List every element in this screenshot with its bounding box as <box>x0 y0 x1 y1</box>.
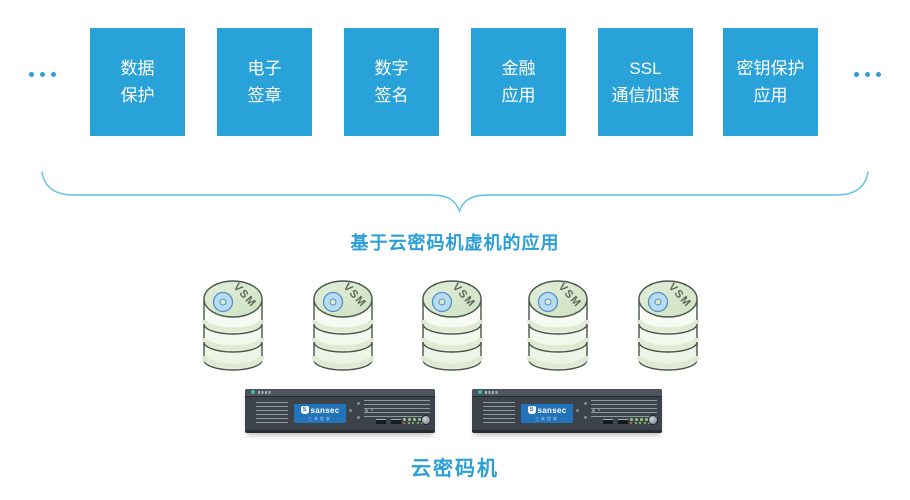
ellipsis-right-icon <box>854 72 881 77</box>
app-box-label: 签章 <box>247 86 282 105</box>
brand-subtext: 三未信安 <box>308 415 332 421</box>
power-button-icon <box>421 415 431 425</box>
brand-subtext: 三未信安 <box>535 415 559 421</box>
app-box-data-protection: 数据 保护 <box>90 28 185 136</box>
app-box-key-protection: 密钥保护 应用 <box>723 28 818 136</box>
power-button-icon <box>648 415 658 425</box>
vsm-cylinder-icon: VSM <box>637 280 699 371</box>
brand-name: sansec <box>537 405 567 415</box>
app-box-label: 金融 <box>501 59 536 78</box>
vent-grille-icon <box>256 402 288 423</box>
led-indicators-icon <box>630 418 650 426</box>
app-box-label: 数据 <box>120 59 155 78</box>
vsm-cylinder-icon: VSM <box>202 280 264 371</box>
vm-section-title: 基于云密码机虚机的应用 <box>350 233 560 253</box>
app-box-digital-signature: 数字 签名 <box>344 28 439 136</box>
app-box-label: 应用 <box>501 86 536 105</box>
app-box-label: SSL <box>629 59 662 78</box>
app-box-label: 数字 <box>374 59 409 78</box>
vent-grille-icon <box>364 400 430 417</box>
usb-ports-icon <box>603 419 628 424</box>
app-box-ssl-acceleration: SSL 通信加速 <box>598 28 693 136</box>
app-box-label: 保护 <box>120 86 155 105</box>
app-box-electronic-seal: 电子 签章 <box>217 28 312 136</box>
vsm-cylinder-icon: VSM <box>527 280 589 371</box>
cipher-machine-server-1: S sansec 三未信安 <box>245 389 435 433</box>
brand-panel: S sansec 三未信安 <box>294 404 346 423</box>
cipher-machine-server-2: S sansec 三未信安 <box>472 389 662 433</box>
vent-grille-icon <box>483 402 515 423</box>
vsm-cylinder-icon: VSM <box>421 280 483 371</box>
vsm-cylinder-icon: VSM <box>312 280 374 371</box>
app-box-label: 电子 <box>247 59 282 78</box>
server-top-strip <box>472 389 662 397</box>
brace-curve-icon <box>41 171 869 213</box>
app-box-finance: 金融 应用 <box>471 28 566 136</box>
server-top-strip <box>245 389 435 397</box>
brand-panel: S sansec 三未信安 <box>521 404 573 423</box>
app-box-label: 应用 <box>753 86 788 105</box>
app-box-label: 通信加速 <box>611 86 680 105</box>
server-section-title: 云密码机 <box>411 458 499 480</box>
app-box-label: 签名 <box>374 86 409 105</box>
mini-logo-icon <box>251 390 255 394</box>
mini-logo-icon <box>478 390 482 394</box>
ellipsis-left-icon <box>29 72 56 77</box>
mini-logo-text-icon <box>258 391 272 394</box>
app-box-label: 密钥保护 <box>736 59 805 78</box>
sansec-logo-icon: S <box>300 406 309 414</box>
led-indicators-icon <box>403 418 423 426</box>
usb-ports-icon <box>376 419 401 424</box>
vent-grille-icon <box>591 400 657 417</box>
brand-name: sansec <box>310 405 340 415</box>
sansec-logo-icon: S <box>527 406 536 414</box>
mini-logo-text-icon <box>485 391 499 394</box>
